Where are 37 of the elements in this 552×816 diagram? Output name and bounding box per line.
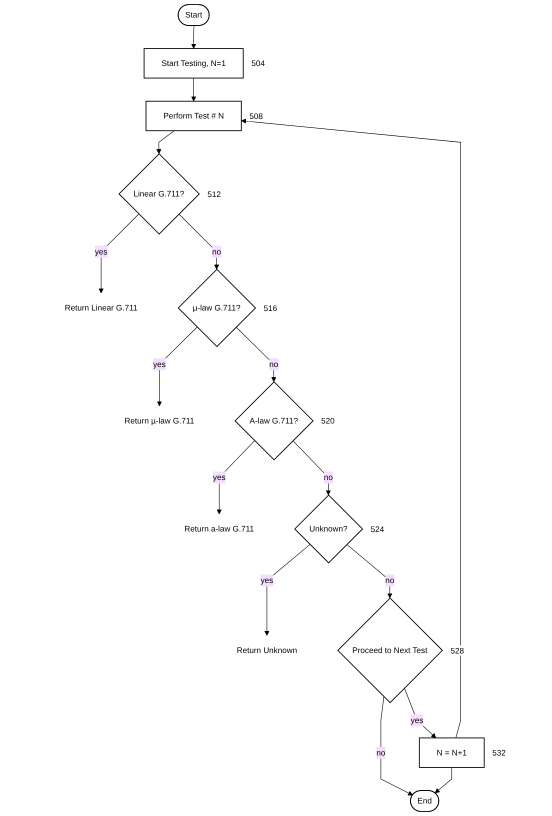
node-diamond: Unknown? xyxy=(294,494,364,564)
arrow xyxy=(216,440,255,514)
node-diamond: Proceed to Next Test xyxy=(337,598,443,704)
node-text: Return Unknown xyxy=(236,645,298,655)
arrow xyxy=(264,544,310,636)
arrow xyxy=(156,326,198,406)
arrow xyxy=(191,78,196,102)
edge-label: yes xyxy=(94,246,108,256)
edge-label: yes xyxy=(153,359,166,369)
edge-label: yes xyxy=(212,472,226,482)
node-box: N = N+1 xyxy=(418,737,485,768)
node-text: Return a-law G.711 xyxy=(184,524,254,534)
edge-label: yes xyxy=(410,715,424,725)
arrow xyxy=(156,130,174,154)
node-box: Start Testing, N=1 xyxy=(144,48,244,79)
arrow xyxy=(191,25,196,49)
arrow xyxy=(380,696,413,796)
node-box: Perform Test # N xyxy=(146,100,242,132)
arrow xyxy=(241,118,461,738)
edge-label: no xyxy=(385,576,394,585)
edge-label: yes xyxy=(260,576,274,585)
edge-label: no xyxy=(269,359,278,369)
arrow xyxy=(404,688,436,738)
node-diamond: A-law G.711? xyxy=(234,381,314,460)
arrow xyxy=(98,214,140,294)
arrow xyxy=(292,440,331,496)
node-text: Return Linear G.711 xyxy=(64,303,138,312)
arrow xyxy=(178,214,220,270)
node-text: Return µ-law G.711 xyxy=(124,416,194,426)
edge-label: no xyxy=(376,748,386,758)
node-diamond: Linear G.711? xyxy=(118,153,200,235)
node-diamond: µ-law G.711? xyxy=(178,268,256,348)
arrow xyxy=(434,767,452,794)
arrow xyxy=(346,544,392,598)
arrow xyxy=(236,326,276,382)
edge-label: no xyxy=(324,472,333,482)
edge-label: no xyxy=(212,246,222,256)
